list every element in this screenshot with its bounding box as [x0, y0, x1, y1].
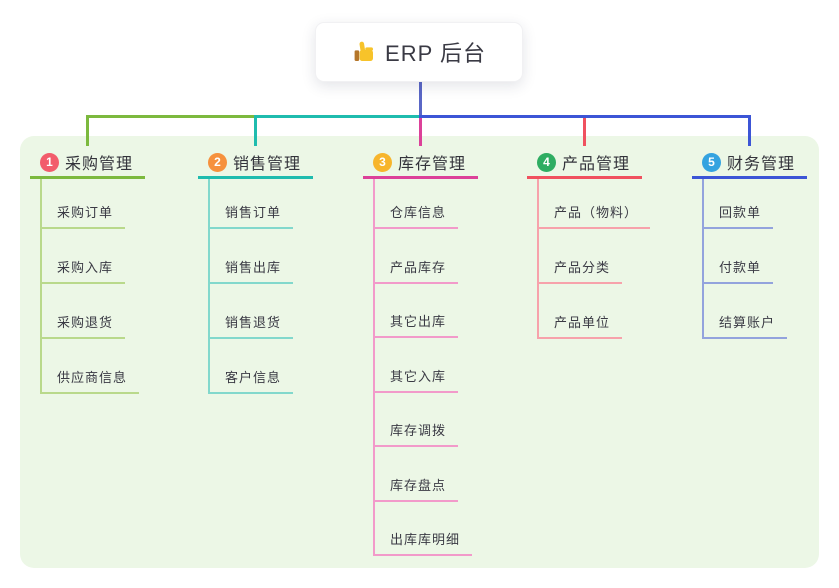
child-node[interactable]: 供应商信息 [40, 364, 140, 394]
child-node-label: 其它入库 [390, 368, 447, 384]
branch-label: 销售管理 [233, 156, 302, 173]
child-node-label: 销售订单 [225, 205, 282, 220]
branch-label: 产品管理 [562, 156, 631, 173]
thumbs-up-icon [352, 40, 376, 64]
child-node-label: 供应商信息 [57, 370, 128, 385]
child-node-label: 付款单 [719, 260, 762, 275]
branch-header-2[interactable]: 2 销售管理 [198, 148, 313, 179]
connector-segment-2 [254, 115, 422, 118]
child-node[interactable]: 付款单 [702, 254, 774, 284]
child-node-label: 结算账户 [719, 315, 776, 330]
child-node[interactable]: 客户信息 [208, 364, 294, 394]
child-node[interactable]: 产品（物料） [537, 199, 651, 229]
branch-label: 采购管理 [65, 156, 134, 173]
root-node-label: ERP 后台 [385, 41, 486, 66]
root-node[interactable]: ERP 后台 [315, 22, 523, 82]
child-node[interactable]: 销售出库 [208, 254, 294, 284]
branch-number-badge: 2 [208, 152, 227, 172]
child-node[interactable]: 产品库存 [373, 254, 459, 284]
branch-label: 财务管理 [727, 156, 796, 173]
child-node-label: 库存调拨 [390, 423, 447, 438]
mindmap-panel [20, 136, 819, 568]
child-node[interactable]: 销售订单 [208, 199, 294, 229]
trunk-line [419, 82, 422, 118]
child-node[interactable]: 其它出库 [373, 308, 459, 338]
child-node[interactable]: 出库库明细 [373, 526, 473, 556]
child-node-label: 出库库明细 [390, 532, 461, 547]
child-node[interactable]: 库存调拨 [373, 417, 459, 447]
child-node[interactable]: 其它入库 [373, 363, 459, 393]
branch-header-1[interactable]: 1 采购管理 [30, 148, 145, 179]
child-node[interactable]: 采购入库 [40, 254, 126, 284]
child-node-label: 产品分类 [554, 260, 611, 275]
connector-segment-3 [419, 115, 751, 118]
child-node-label: 库存盘点 [390, 477, 447, 493]
child-node-label: 其它出库 [390, 314, 447, 329]
child-node[interactable]: 仓库信息 [373, 199, 459, 229]
child-node-label: 采购退货 [57, 315, 114, 330]
child-node[interactable]: 结算账户 [702, 309, 788, 339]
child-node-label: 采购订单 [57, 205, 114, 220]
branch-header-3[interactable]: 3 库存管理 [363, 148, 478, 179]
child-node[interactable]: 采购订单 [40, 199, 126, 229]
child-node-label: 产品库存 [390, 259, 447, 275]
child-node-label: 销售退货 [225, 315, 282, 330]
child-node[interactable]: 回款单 [702, 199, 774, 229]
child-node[interactable]: 销售退货 [208, 309, 294, 339]
child-node-label: 客户信息 [225, 370, 282, 385]
child-node-label: 产品（物料） [554, 205, 639, 220]
branch-number-badge: 4 [537, 152, 556, 172]
child-node[interactable]: 产品单位 [537, 309, 623, 339]
child-node-label: 仓库信息 [390, 205, 447, 220]
child-node-label: 回款单 [719, 205, 762, 220]
branch-header-4[interactable]: 4 产品管理 [527, 148, 642, 179]
branch-number-badge: 1 [40, 152, 59, 172]
branch-number-badge: 3 [373, 152, 392, 172]
branch-header-5[interactable]: 5 财务管理 [692, 148, 807, 179]
child-node[interactable]: 库存盘点 [373, 472, 459, 502]
branch-number-badge: 5 [702, 152, 721, 172]
child-node-label: 采购入库 [57, 260, 114, 275]
child-node[interactable]: 采购退货 [40, 309, 126, 339]
child-node[interactable]: 产品分类 [537, 254, 623, 284]
child-node-label: 产品单位 [554, 315, 611, 330]
child-node-label: 销售出库 [225, 260, 282, 275]
branch-label: 库存管理 [398, 156, 467, 173]
connector-segment-1 [86, 115, 254, 118]
